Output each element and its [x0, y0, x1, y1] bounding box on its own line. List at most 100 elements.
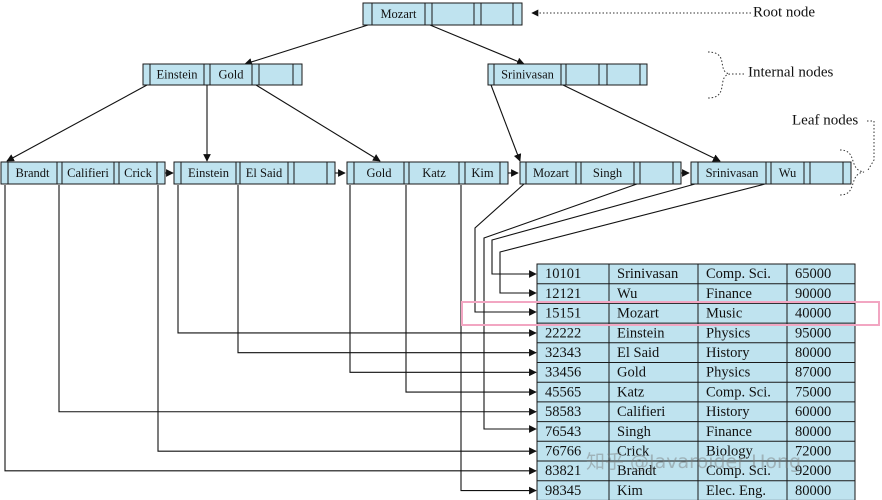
- record-pointer: [499, 183, 766, 297]
- node-box: [346, 161, 509, 185]
- table-cell: 87000: [795, 365, 831, 381]
- table-cell: Crick: [617, 443, 650, 459]
- table-cell: Music: [706, 306, 742, 322]
- tree-pointer: [6, 84, 148, 162]
- node-key: Mozart: [380, 7, 417, 21]
- node-key: Kim: [471, 166, 494, 180]
- table-cell: Comp. Sci.: [706, 384, 771, 400]
- tree-node-leaf-3: Gold Katz Kim: [346, 161, 509, 185]
- table-cell: 80000: [795, 424, 831, 440]
- root-node-label: Root node: [753, 4, 815, 20]
- table-cell: 12121: [545, 286, 581, 302]
- table-row: 58583 Califieri History 60000: [545, 404, 831, 420]
- node-box: [0, 161, 166, 185]
- table-cell: Physics: [706, 325, 751, 341]
- table-cell: 10101: [545, 266, 581, 282]
- tree-pointer: [244, 24, 369, 66]
- table-cell: 76766: [545, 443, 581, 459]
- node-key: Gold: [367, 166, 393, 180]
- table-cell: Singh: [617, 424, 652, 440]
- table-row: 45565 Katz Comp. Sci. 75000: [545, 384, 831, 400]
- table-cell: El Said: [617, 345, 660, 361]
- internal-brace: [707, 51, 731, 99]
- record-pointer: [349, 185, 537, 377]
- table-cell: 60000: [795, 404, 831, 420]
- table-cell: 80000: [795, 483, 831, 499]
- table-cell: 33456: [545, 365, 581, 381]
- record-pointer: [157, 185, 537, 455]
- tree-pointer: [490, 84, 522, 162]
- node-key: Califieri: [67, 166, 109, 180]
- record-pointer: [405, 185, 537, 396]
- table-row: 76766 Crick Biology 72000: [545, 443, 831, 459]
- table-cell: Kim: [617, 483, 644, 499]
- table-row: 12121 Wu Finance 90000: [545, 286, 831, 302]
- table-cell: Biology: [706, 443, 753, 459]
- node-key: Wu: [779, 166, 797, 180]
- tree-node-leaf-4: Mozart Singh: [519, 161, 682, 185]
- node-key: Brandt: [15, 166, 50, 180]
- table-cell: 40000: [795, 306, 831, 322]
- table-cell: 72000: [795, 443, 831, 459]
- table-cell: 75000: [795, 384, 831, 400]
- leaf-nodes-label: Leaf nodes: [792, 112, 858, 128]
- table-cell: 76543: [545, 424, 581, 440]
- table-cell: 22222: [545, 325, 581, 341]
- tree-node-root: Mozart: [362, 2, 523, 26]
- table-cell: 65000: [795, 266, 831, 282]
- table-row: 98345 Kim Elec. Eng. 80000: [545, 483, 831, 499]
- node-box: [362, 2, 523, 26]
- node-key: Einstein: [157, 67, 199, 81]
- node-key: Singh: [593, 166, 623, 180]
- node-box: [173, 161, 336, 185]
- table-cell: 92000: [795, 463, 831, 479]
- table-cell: 83821: [545, 463, 581, 479]
- table-cell: Comp. Sci.: [706, 463, 771, 479]
- record-pointer: [460, 185, 537, 495]
- highlight-box: [461, 301, 880, 326]
- table-cell: Physics: [706, 365, 751, 381]
- table-cell: Gold: [617, 365, 647, 381]
- tree-pointer: [255, 84, 381, 162]
- table-cell: Katz: [617, 384, 645, 400]
- node-key: Mozart: [533, 166, 570, 180]
- table-cell: Wu: [617, 286, 637, 302]
- table-cell: 45565: [545, 384, 581, 400]
- table-cell: 98345: [545, 483, 581, 499]
- node-key: Katz: [422, 166, 446, 180]
- table-row: 22222 Einstein Physics 95000: [545, 325, 831, 341]
- tree-edges: [4, 24, 766, 495]
- table-row: 33456 Gold Physics 87000: [545, 365, 831, 381]
- node-key: Gold: [219, 67, 245, 81]
- record-pointer: [177, 185, 537, 337]
- table-cell: 58583: [545, 404, 581, 420]
- table-cell: Elec. Eng.: [706, 483, 766, 499]
- table-cell: Comp. Sci.: [706, 266, 771, 282]
- record-pointer: [58, 185, 537, 416]
- node-key: Srinivasan: [501, 67, 555, 81]
- table-cell: 95000: [795, 325, 831, 341]
- record-pointer: [474, 183, 537, 316]
- node-box: [142, 63, 303, 86]
- table-cell: Mozart: [617, 306, 659, 322]
- record-pointer: [237, 185, 537, 357]
- tree-pointer: [429, 24, 525, 65]
- table-row: 10101 Srinivasan Comp. Sci. 65000: [545, 266, 831, 282]
- table-cell: Srinivasan: [617, 266, 679, 282]
- table-cell: 80000: [795, 345, 831, 361]
- table-cell: Finance: [706, 286, 752, 302]
- table-cell: 32343: [545, 345, 581, 361]
- record-pointer: [483, 183, 638, 433]
- table-cell: Einstein: [617, 325, 665, 341]
- leaf-label-connector: [867, 120, 875, 171]
- table-cell: History: [706, 404, 750, 420]
- table-cell: 15151: [545, 306, 581, 322]
- table-cell: 90000: [795, 286, 831, 302]
- table-cell: Califieri: [617, 404, 665, 420]
- tree-node-internal-right: Srinivasan: [487, 63, 648, 86]
